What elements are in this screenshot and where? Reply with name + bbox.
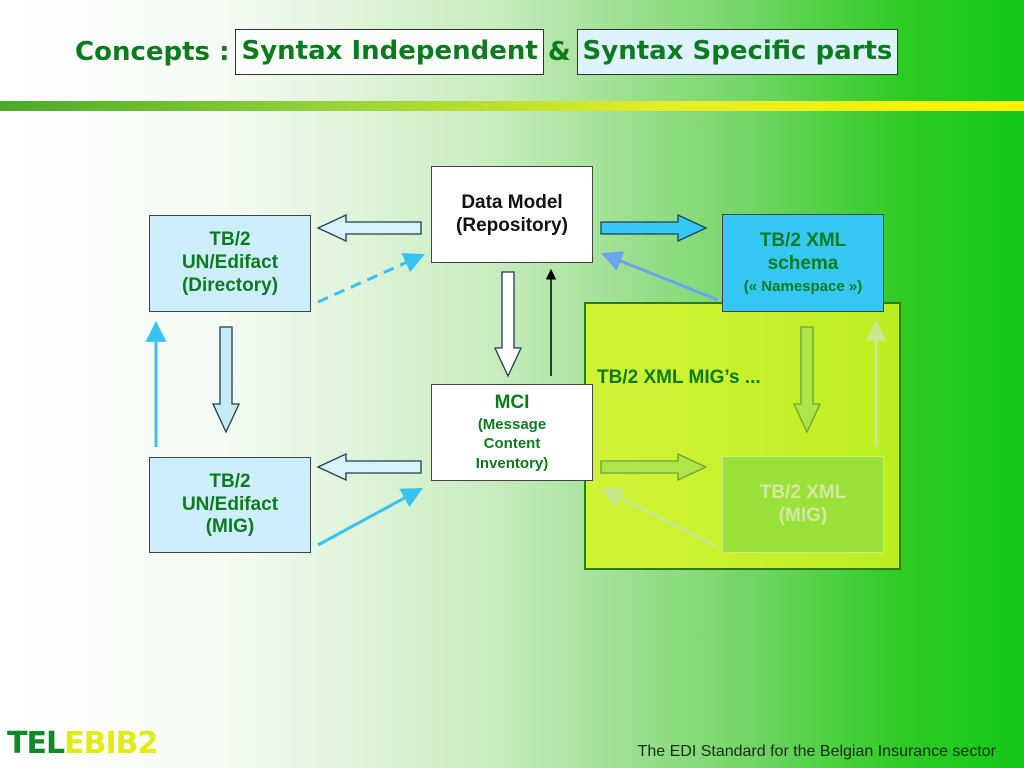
arrow-datamodel-to-xml-schema — [600, 213, 708, 243]
mci-line-content: Content — [483, 435, 541, 453]
edifact-directory-box: TB/2 UN/Edifact (Directory) — [149, 215, 311, 312]
mci-line-inventory: Inventory) — [475, 454, 549, 472]
mci-line-message: (Message — [477, 415, 547, 433]
edifact-mig-line-2: UN/Edifact — [181, 493, 279, 515]
arrow-xml-schema-to-datamodel — [601, 251, 719, 302]
arrow-directory-to-datamodel-dashed — [317, 253, 425, 304]
title-syntax-independent: Syntax Independent — [235, 29, 544, 75]
directory-line-1: TB/2 — [209, 229, 251, 251]
mci-title: MCI — [494, 391, 530, 413]
telebib2-logo: TELEBIB2 — [7, 726, 158, 761]
edifact-mig-box: TB/2 UN/Edifact (MIG) — [149, 457, 311, 553]
data-model-box: Data Model (Repository) — [431, 166, 593, 263]
xml-schema-line-1: TB/2 XML — [759, 229, 847, 251]
arrow-mci-to-edifact-mig — [316, 452, 422, 482]
arrow-xml-schema-to-xml-mig — [792, 326, 822, 434]
data-model-title: Data Model — [461, 191, 563, 213]
logo-part-2: EBIB2 — [64, 726, 158, 761]
data-model-subtitle: (Repository) — [456, 214, 568, 236]
edifact-mig-line-1: TB/2 — [209, 470, 251, 492]
edifact-mig-line-3: (MIG) — [205, 516, 255, 538]
arrow-datamodel-to-mci — [493, 271, 523, 378]
mci-box: MCI (Message Content Inventory) — [431, 384, 593, 481]
footer-tagline: The EDI Standard for the Belgian Insuran… — [637, 743, 996, 760]
xml-schema-line-2: schema — [767, 252, 839, 274]
xml-mig-line-2: (MIG) — [778, 504, 828, 526]
xml-mig-box: TB/2 XML (MIG) — [722, 456, 884, 553]
xml-mig-line-1: TB/2 XML — [759, 481, 847, 503]
arrow-mci-to-xml-mig — [600, 452, 708, 482]
slide-title: Concepts : Syntax Independent & Syntax S… — [75, 26, 899, 78]
arrow-xml-mig-to-mci — [601, 487, 717, 548]
title-ampersand: & — [547, 37, 571, 67]
title-prefix: Concepts : — [75, 37, 230, 67]
arrow-edifact-mig-to-mci — [317, 487, 423, 547]
directory-line-3: (Directory) — [181, 274, 279, 296]
title-underline-bar — [0, 101, 1024, 111]
xml-mig-group-label: TB/2 XML MIG’s ... — [597, 367, 761, 388]
xml-schema-box: TB/2 XML schema (« Namespace ») — [722, 214, 884, 312]
xml-schema-namespace: (« Namespace ») — [743, 278, 863, 296]
logo-part-1: TEL — [7, 726, 65, 761]
arrow-datamodel-to-directory — [316, 213, 422, 243]
arrow-directory-to-edifact-mig — [211, 326, 241, 434]
directory-line-2: UN/Edifact — [181, 252, 279, 274]
title-syntax-specific: Syntax Specific parts — [576, 29, 899, 75]
